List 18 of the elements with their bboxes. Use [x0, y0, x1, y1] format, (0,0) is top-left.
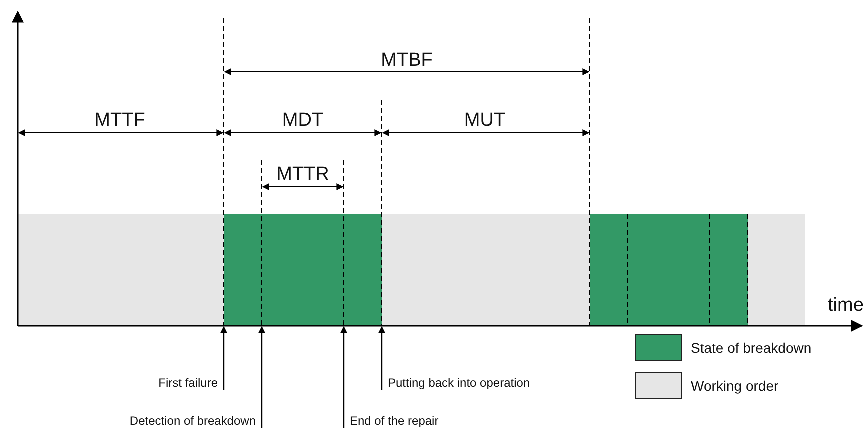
event-label: Putting back into operation — [388, 377, 530, 389]
event-label: First failure — [158, 377, 218, 389]
dimension-label: MTTF — [94, 111, 146, 130]
dimension-label: MUT — [464, 111, 506, 130]
leader-arrow — [258, 326, 266, 428]
leader-arrow — [220, 326, 228, 390]
event-label: Detection of breakdown — [130, 415, 256, 427]
dimension-label: MDT — [282, 111, 324, 130]
legend-label: Working order — [691, 379, 779, 393]
event-label: End of the repair — [350, 415, 439, 427]
legend-label: State of breakdown — [691, 341, 812, 355]
breakdown-period-bar — [224, 214, 382, 326]
axis-label: time — [828, 296, 864, 315]
dimension-label: MTTR — [276, 165, 330, 184]
dimension-label: MTBF — [381, 51, 433, 70]
leader-arrow — [340, 326, 348, 428]
breakdown-period-bar — [590, 214, 748, 326]
leader-arrow — [378, 326, 386, 390]
